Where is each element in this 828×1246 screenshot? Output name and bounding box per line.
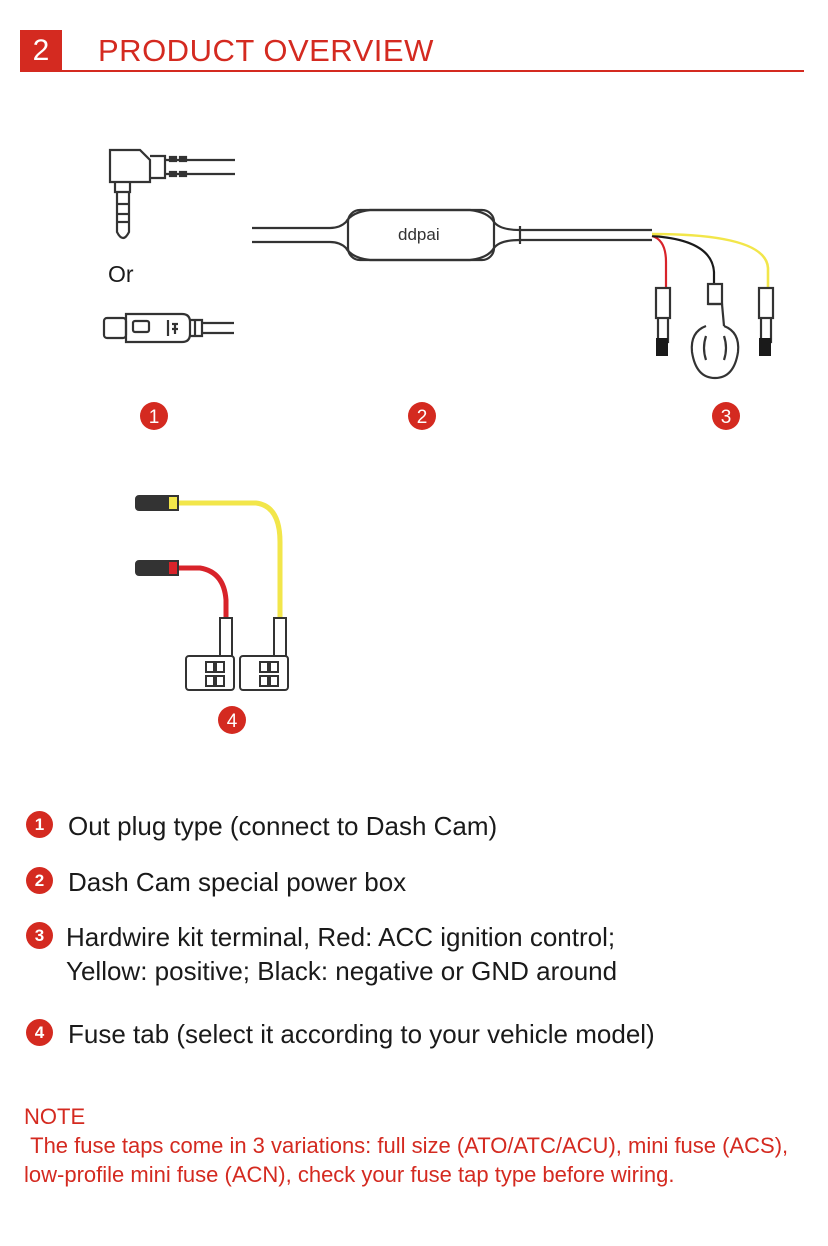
legend-text-line-2: Yellow: positive; Black: negative or GND…	[66, 956, 618, 986]
section-title: PRODUCT OVERVIEW	[98, 33, 434, 68]
brand-label: ddpai	[398, 225, 440, 244]
section-divider	[20, 70, 804, 72]
product-diagram: Or ddpai	[102, 148, 775, 734]
legend-number-badge: 4	[26, 1019, 53, 1046]
legend-text: Out plug type (connect to Dash Cam)	[68, 811, 498, 841]
callout-1-marker	[140, 402, 168, 430]
section-header: 2 PRODUCT OVERVIEW	[20, 30, 804, 72]
legend-text: Fuse tab (select it according to your ve…	[68, 1019, 655, 1049]
callout-4-marker	[218, 706, 246, 734]
legend-number-badge: 1	[26, 811, 53, 838]
section-number: 2	[20, 30, 62, 72]
power-box-icon	[252, 208, 652, 262]
audio-jack-plug-icon	[108, 148, 235, 240]
or-label: Or	[108, 261, 134, 287]
legend-number-badge: 2	[26, 867, 53, 894]
callout-2-marker	[408, 402, 436, 430]
note-block: NOTE The fuse taps come in 3 variations:…	[24, 1102, 804, 1189]
callout-1-label: 1	[149, 407, 160, 428]
callout-3-marker	[712, 402, 740, 430]
legend-text: Hardwire kit terminal, Red: ACC ignition…	[66, 922, 616, 952]
note-title: NOTE	[24, 1104, 86, 1129]
callout-2-label: 2	[417, 407, 428, 428]
legend-number-badge: 3	[26, 922, 53, 949]
fuse-taps-icon	[135, 495, 289, 691]
hardwire-terminals-icon	[651, 232, 775, 380]
note-text: The fuse taps come in 3 variations: full…	[24, 1133, 795, 1187]
callout-3-label: 3	[721, 407, 732, 428]
micro-usb-plug-icon	[102, 312, 234, 344]
legend-text: Dash Cam special power box	[68, 867, 407, 897]
callout-4-label: 4	[227, 711, 238, 732]
